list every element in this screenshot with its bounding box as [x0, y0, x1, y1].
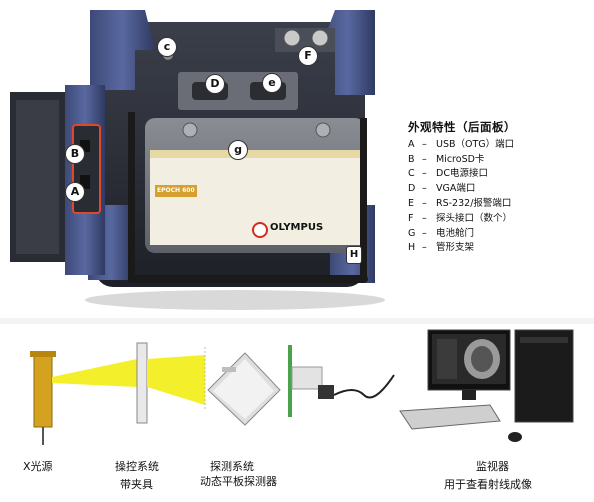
legend-row: B–MicroSD卡	[408, 153, 594, 168]
legend-dash: –	[422, 153, 427, 165]
marker-c: c	[157, 37, 177, 57]
legend-text: VGA端口	[436, 183, 476, 195]
device-rear-panel-photo	[10, 10, 385, 310]
monitor-purpose-label: 用于查看射线成像	[444, 478, 532, 491]
legend-text: DC电源接口	[436, 168, 488, 180]
legend-dash: –	[422, 197, 427, 209]
control-system-label: 操控系统	[115, 460, 159, 473]
legend-key: E	[408, 197, 415, 209]
legend-title: 外观特性（后面板）	[408, 120, 516, 134]
xray-source-icon	[30, 351, 56, 445]
legend-row: H–管形支架	[408, 241, 594, 256]
legend-text: 管形支架	[436, 242, 475, 254]
legend-text: USB（OTG）端口	[436, 138, 515, 150]
marker-b: B	[65, 144, 85, 164]
legend-key: H	[408, 242, 416, 254]
model-text: EPOCH 600	[157, 187, 195, 194]
legend-dash: –	[422, 183, 427, 195]
monitor-computer-icon	[399, 329, 574, 442]
marker-d: D	[205, 74, 225, 94]
legend-key: A	[408, 138, 415, 150]
legend-key: C	[408, 168, 415, 180]
monitor-label: 监视器	[476, 460, 509, 473]
marker-h: H	[346, 246, 362, 264]
legend-key: B	[408, 153, 415, 165]
legend-dash: –	[422, 138, 427, 150]
brand-logo-text: OLYMPUS	[270, 222, 324, 233]
legend-dash: –	[422, 242, 427, 254]
legend-dash: –	[422, 168, 427, 180]
legend-row: E–RS-232/报警端口	[408, 197, 594, 212]
feature-legend: 外观特性（后面板） A–USB（OTG）端口 B–MicroSD卡 C–DC电源…	[408, 120, 594, 256]
detector-system-label: 探测系统	[210, 460, 254, 473]
legend-text: MicroSD卡	[436, 153, 485, 165]
xray-source-label: X光源	[23, 460, 53, 473]
detector-cable-icon	[288, 345, 395, 417]
sticker-dial	[252, 222, 268, 238]
legend-key: G	[408, 227, 416, 239]
legend-text: 电池舱门	[436, 227, 475, 239]
xray-system-diagram	[30, 329, 574, 445]
legend-row: G–电池舱门	[408, 227, 594, 242]
legend-row: A–USB（OTG）端口	[408, 138, 594, 153]
detector-panel-label: 动态平板探测器	[200, 475, 277, 488]
marker-e: e	[262, 73, 282, 93]
legend-row: D–VGA端口	[408, 182, 594, 197]
legend-key: D	[408, 183, 416, 195]
legend-row: F–探头接口（数个）	[408, 212, 594, 227]
legend-row: C–DC电源接口	[408, 167, 594, 182]
control-fixture-icon	[136, 342, 148, 424]
marker-g: g	[228, 140, 248, 160]
legend-dash: –	[422, 227, 427, 239]
marker-a: A	[65, 182, 85, 202]
legend-text: RS-232/报警端口	[436, 197, 512, 209]
legend-text: 探头接口（数个）	[436, 212, 513, 224]
diagram-divider	[0, 318, 594, 324]
marker-f: F	[298, 46, 318, 66]
control-fixture-label: 带夹具	[120, 478, 153, 491]
flat-panel-detector-icon	[207, 352, 281, 426]
legend-dash: –	[422, 212, 427, 224]
legend-key: F	[408, 212, 414, 224]
